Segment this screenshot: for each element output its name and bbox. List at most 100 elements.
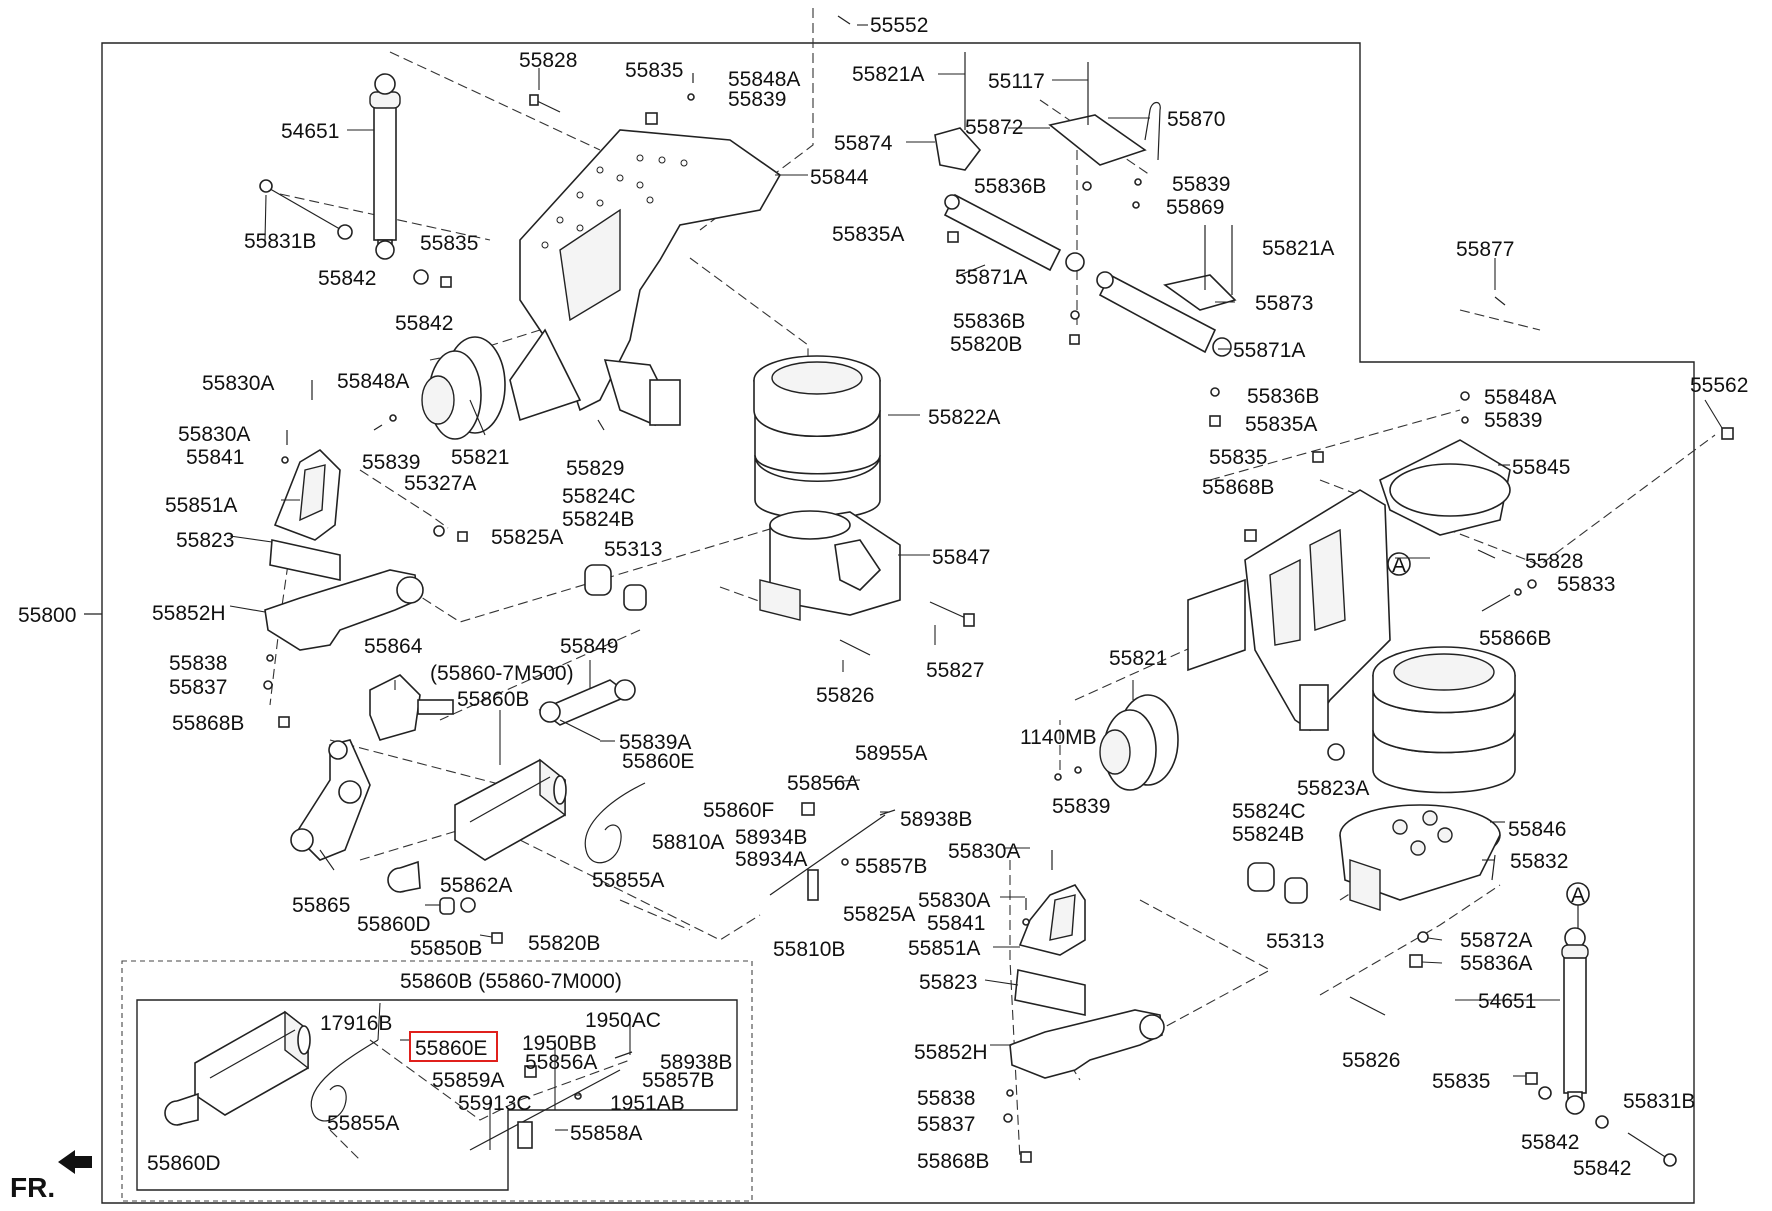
label-55846: 55846 bbox=[1508, 818, 1566, 841]
label-55857b-main: 55857B bbox=[855, 855, 927, 878]
label-55839-r: 55839 bbox=[1172, 173, 1230, 196]
nut-55825a-left bbox=[457, 531, 468, 542]
washer-55839-top bbox=[687, 93, 695, 101]
label-55839-r2: 55839 bbox=[1484, 409, 1542, 432]
label-55842-d: 55842 bbox=[1573, 1157, 1631, 1180]
washer-55839-b bbox=[1074, 766, 1082, 774]
part-labels: 55552 55828 55835 55848A 55839 55821A 55… bbox=[18, 14, 1748, 1180]
nut-55868b-r bbox=[1244, 529, 1257, 542]
shock-55871a-b bbox=[1096, 271, 1232, 357]
bolt-55826-right bbox=[1349, 996, 1386, 1016]
label-55821a-top: 55821A bbox=[852, 63, 924, 86]
ref-callout-a-1: A bbox=[1387, 552, 1411, 577]
label-1140mb: 1140MB bbox=[1020, 726, 1097, 749]
label-55856a-sub: 55856A bbox=[525, 1051, 597, 1074]
bracket-55874 bbox=[934, 52, 982, 171]
bracket-55847 bbox=[759, 510, 901, 621]
label-55868b-r: 55868B bbox=[1202, 476, 1274, 499]
bolt-55831b-right bbox=[1627, 1132, 1677, 1167]
label-55841-b: 55841 bbox=[927, 912, 985, 935]
label-55821-l: 55821 bbox=[451, 446, 509, 469]
subassembly-frame bbox=[136, 999, 738, 1191]
label-55852h-l: 55852H bbox=[152, 602, 226, 625]
label-55848a-r: 55848A bbox=[1484, 386, 1556, 409]
bracket-55864 bbox=[369, 674, 454, 741]
label-17916b: 17916B bbox=[320, 1012, 392, 1035]
label-55855a-sub: 55855A bbox=[327, 1112, 399, 1135]
bushing-55823-left bbox=[269, 539, 341, 581]
label-55844: 55844 bbox=[810, 166, 869, 189]
label-55823-b: 55823 bbox=[919, 971, 977, 994]
label-55862a: 55862A bbox=[440, 874, 512, 897]
label-55835a-b: 55835A bbox=[1245, 413, 1317, 436]
label-55860e-sub[interactable]: 55860E bbox=[415, 1037, 487, 1060]
washer-55866b bbox=[1514, 588, 1522, 596]
label-55851a-b: 55851A bbox=[908, 937, 980, 960]
label-55852h-b: 55852H bbox=[914, 1041, 988, 1064]
bolt-55848a-mid bbox=[373, 424, 383, 431]
hanger-55851a-right bbox=[1018, 884, 1086, 956]
nut-55833 bbox=[1527, 579, 1537, 589]
highlighted-part-55860e[interactable]: 55860E bbox=[409, 1031, 498, 1062]
cap-55860f bbox=[801, 802, 815, 816]
bolt-55831b-left bbox=[259, 179, 346, 233]
label-55117: 55117 bbox=[988, 70, 1045, 93]
label-58955a: 58955A bbox=[855, 742, 927, 765]
label-55562: 55562 bbox=[1690, 374, 1748, 397]
shock-absorber-right bbox=[1561, 927, 1589, 1115]
link-55865 bbox=[290, 739, 371, 861]
nut-55835a-a bbox=[947, 231, 959, 243]
label-55842-b: 55842 bbox=[395, 312, 453, 335]
label-55877: 55877 bbox=[1456, 238, 1514, 261]
shock-absorber-left bbox=[369, 73, 401, 260]
label-55865: 55865 bbox=[292, 894, 350, 917]
label-55860b: 55860B bbox=[457, 688, 529, 711]
front-direction-indicator: FR. bbox=[10, 1150, 92, 1203]
label-55820b-a: 55820B bbox=[950, 333, 1022, 356]
label-55874: 55874 bbox=[834, 132, 893, 155]
label-55872a: 55872A bbox=[1460, 929, 1532, 952]
label-55866b: 55866B bbox=[1479, 627, 1551, 650]
washer-55841-b bbox=[1022, 918, 1030, 926]
label-55824c-b: 55824C bbox=[1232, 800, 1306, 823]
label-55864: 55864 bbox=[364, 635, 423, 658]
ref-callout-a-2: A bbox=[1566, 882, 1590, 928]
label-55827: 55827 bbox=[926, 659, 984, 682]
shock-55871a-a bbox=[943, 193, 1085, 272]
air-spring-right bbox=[1372, 646, 1516, 794]
label-55810b: 55810B bbox=[773, 938, 845, 961]
label-55836b-b: 55836B bbox=[953, 310, 1025, 333]
washer-55838-b bbox=[1006, 1089, 1014, 1097]
label-55821a-r: 55821A bbox=[1262, 237, 1334, 260]
label-leaders bbox=[229, 24, 1723, 1150]
label-55836a: 55836A bbox=[1460, 952, 1532, 975]
bolt-55832 bbox=[1491, 854, 1496, 881]
bracket-55872 bbox=[1048, 62, 1161, 166]
label-55860e-main: 55860E bbox=[622, 750, 694, 773]
air-spring-55822a bbox=[753, 355, 881, 520]
front-arrow-icon bbox=[58, 1150, 92, 1174]
label-55837-l: 55837 bbox=[169, 676, 227, 699]
bolt-55828-top bbox=[529, 94, 561, 113]
label-55860f: 55860F bbox=[703, 799, 774, 822]
label-55913c: 55913C bbox=[458, 1092, 532, 1115]
bracket-55846 bbox=[1339, 804, 1501, 911]
washer-55869 bbox=[1132, 201, 1140, 209]
label-55860d-sub: 55860D bbox=[147, 1152, 221, 1175]
label-55313-b: 55313 bbox=[1266, 930, 1324, 953]
label-54651-right: 54651 bbox=[1478, 990, 1536, 1013]
highlight-box[interactable] bbox=[409, 1031, 498, 1062]
subassembly-clip-58938b bbox=[614, 1051, 633, 1059]
subassembly-washer-1951ab bbox=[574, 1092, 582, 1100]
washer-55842-b bbox=[413, 269, 429, 285]
bushing-55823-right bbox=[1014, 969, 1086, 1016]
label-55847: 55847 bbox=[932, 546, 990, 569]
washer-1140mb bbox=[1054, 773, 1062, 781]
label-55824b-b: 55824B bbox=[1232, 823, 1304, 846]
label-55848a-m: 55848A bbox=[337, 370, 409, 393]
label-58934b: 58934B bbox=[735, 826, 807, 849]
label-55836b-a: 55836B bbox=[974, 175, 1046, 198]
washer-55842-d bbox=[1595, 1115, 1609, 1129]
height-valve-55860b bbox=[454, 758, 567, 861]
label-55828: 55828 bbox=[519, 49, 577, 72]
